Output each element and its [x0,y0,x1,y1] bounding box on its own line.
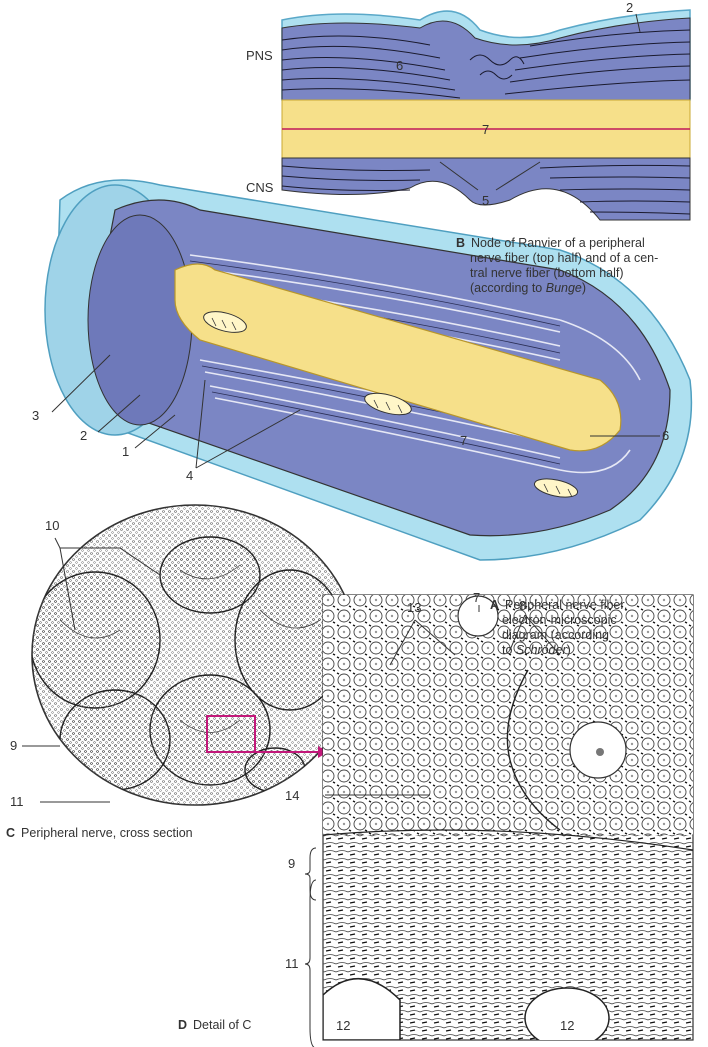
caption-b-line4-em: Bunge [546,281,582,295]
label-9-c: 9 [10,738,17,753]
label-9-d: 9 [288,856,295,871]
label-6-a: 6 [662,428,669,443]
label-7-b: 7 [482,122,489,137]
label-3: 3 [32,408,39,423]
label-10: 10 [45,518,59,533]
figure-b-node-of-ranvier [282,10,690,220]
label-7-a: 7 [460,433,467,448]
caption-b-line1: Node of Ranvier of a peripheral [471,236,645,250]
figure-d-detail [305,595,693,1047]
label-6-b: 6 [396,58,403,73]
label-11-c: 11 [10,794,24,809]
fascicle [245,748,305,792]
caption-a-line1: Peripheral nerve fiber, [505,598,627,612]
label-11-d: 11 [285,956,299,971]
caption-a-line4-post: ) [567,643,571,657]
fascicle [60,690,170,790]
label-cns: CNS [246,180,274,195]
myelin-cut-face [88,215,192,425]
label-12-right: 12 [560,1018,574,1033]
figure-c-cross-section [22,505,358,805]
caption-d: D Detail of C [178,1018,251,1033]
caption-a-line3: diagram (according [490,628,627,643]
label-7-d: 7 [473,590,480,605]
pns-myelin [282,18,690,100]
caption-c: C Peripheral nerve, cross section [6,826,193,841]
label-pns: PNS [246,48,273,63]
label-2-a: 2 [80,428,87,443]
caption-b-letter: B [456,236,465,250]
label-2-top: 2 [626,0,633,15]
label-12-left: 12 [336,1018,350,1033]
caption-d-letter: D [178,1018,187,1032]
caption-c-text: Peripheral nerve, cross section [21,826,193,840]
caption-a-line2: electron-microscopic [490,613,627,628]
label-4: 4 [186,468,193,483]
label-5-b: 5 [482,193,489,208]
caption-a-letter: A [490,598,499,612]
caption-a: A Peripheral nerve fiber, electron-micros… [490,598,627,658]
caption-b-line4-post: ) [582,281,586,295]
label-14: 14 [285,788,299,803]
caption-b: B Node of Ranvier of a peripheral nerve f… [456,236,658,296]
caption-a-line4-em: Schröder [516,643,567,657]
fascicle [30,572,160,708]
label-1: 1 [122,444,129,459]
caption-b-line2: nerve fiber (top half) and of a cen- [456,251,658,266]
caption-b-line4-pre: (according to [470,281,546,295]
caption-c-letter: C [6,826,15,840]
caption-a-line4-pre: to [502,643,516,657]
label-13: 13 [407,600,421,615]
caption-b-line3: tral nerve fiber (bottom half) [456,266,658,281]
caption-d-text: Detail of C [193,1018,251,1032]
